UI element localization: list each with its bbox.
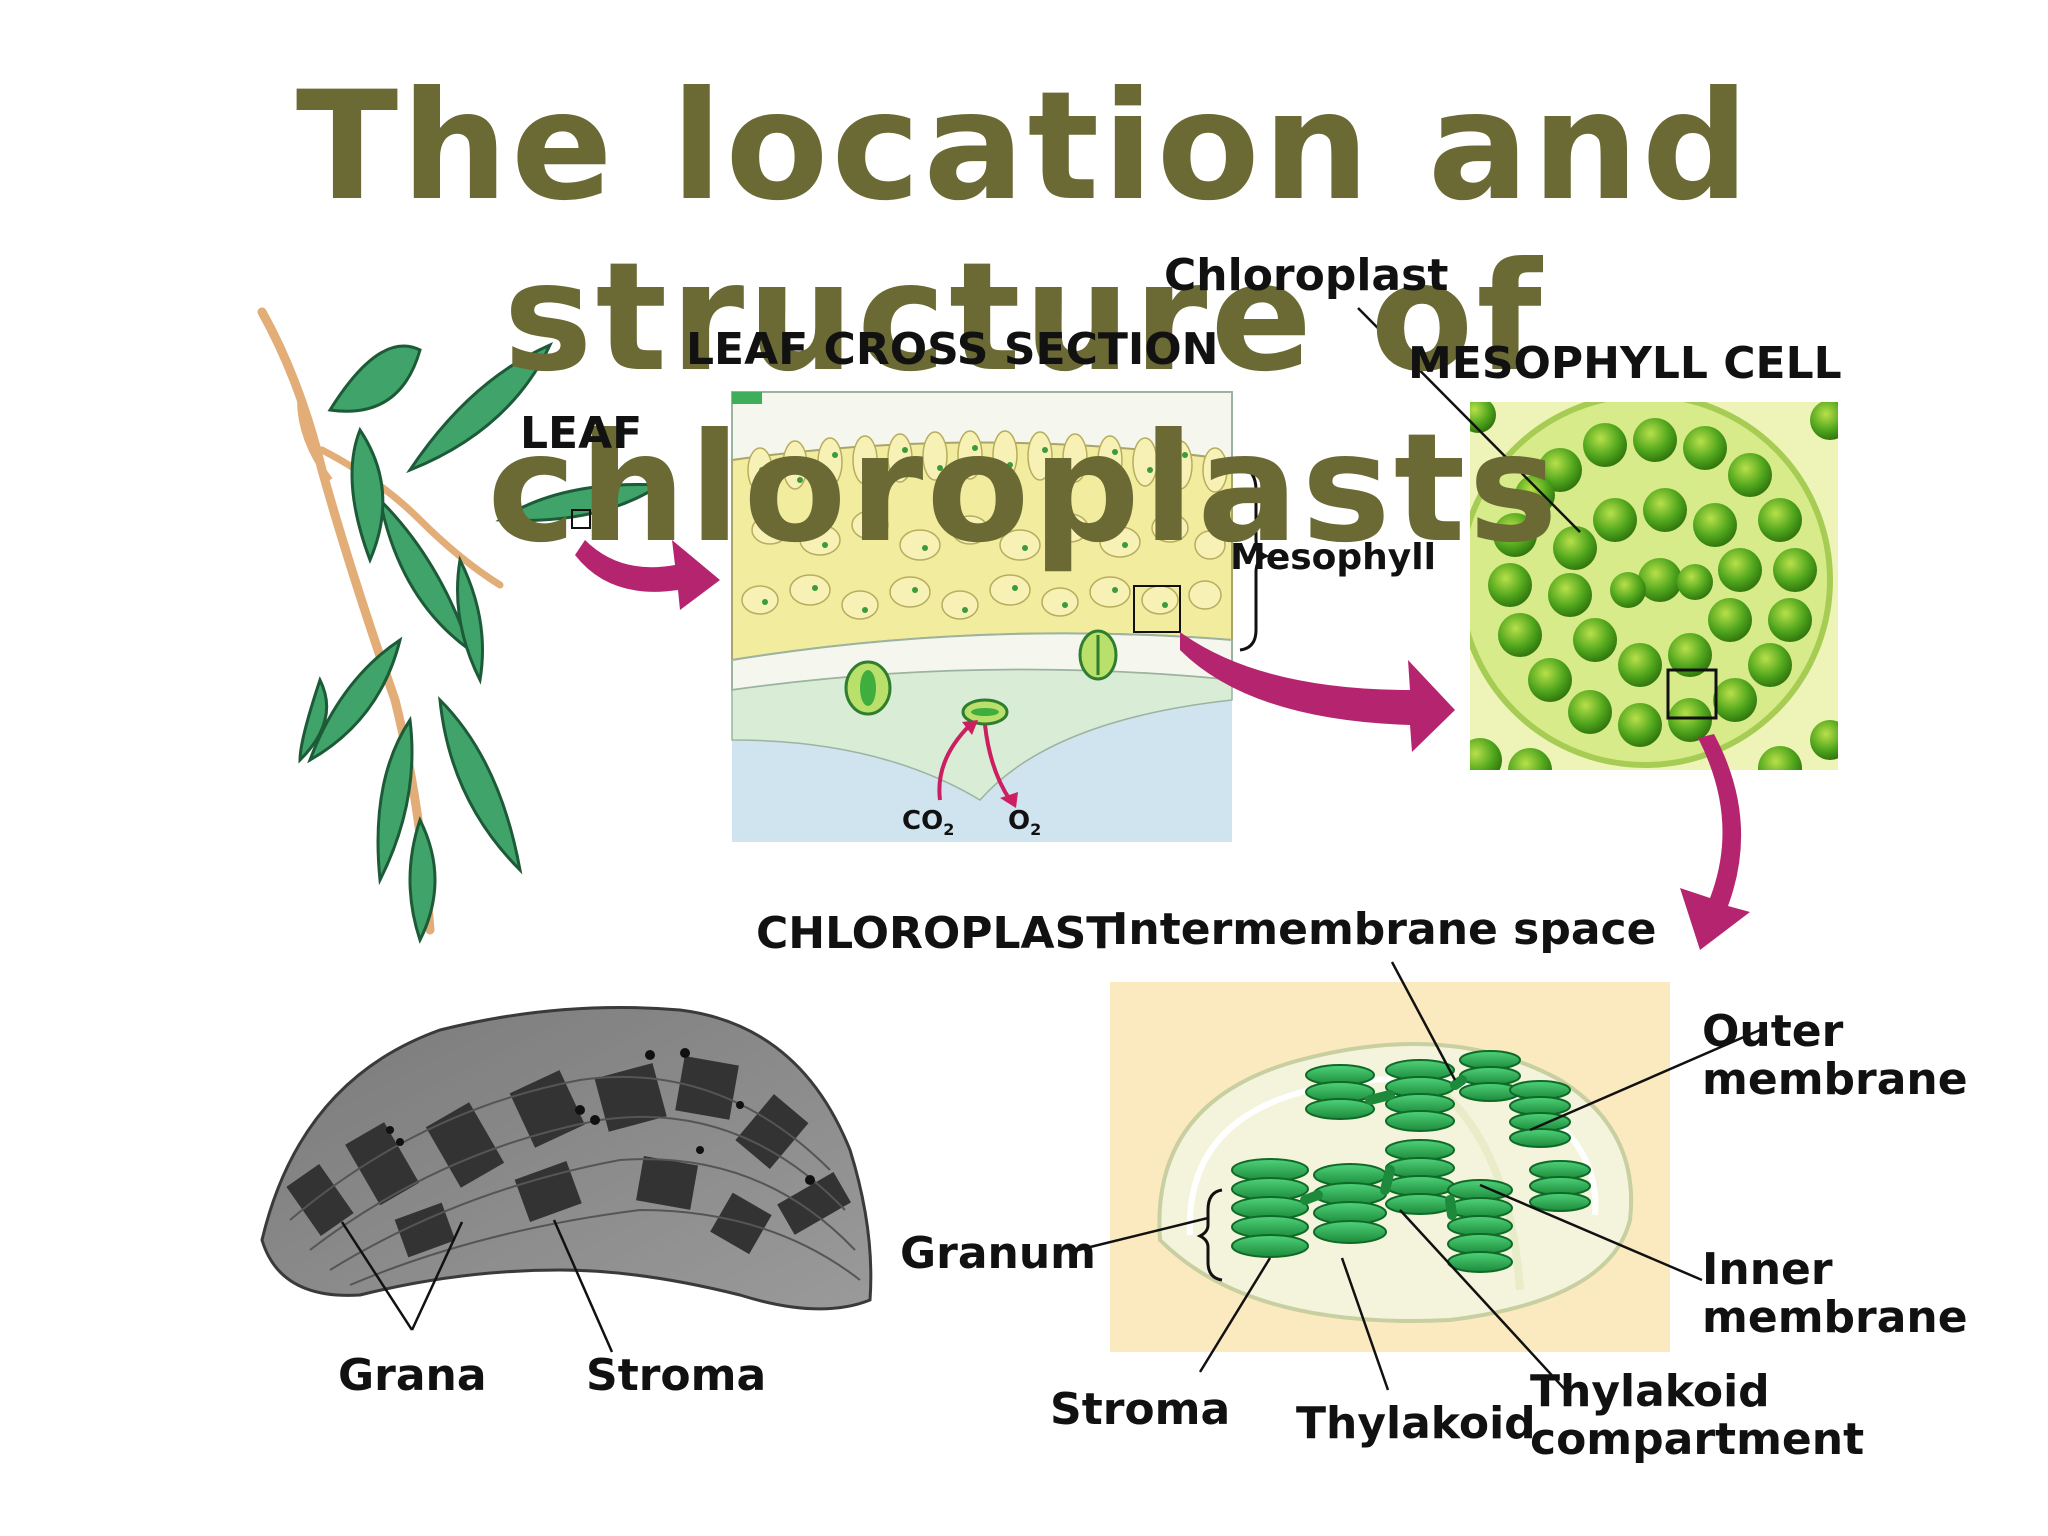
leader-granum [1077, 1216, 1209, 1252]
leaf-blade [327, 344, 422, 413]
label-leaf: LEAF [520, 408, 643, 459]
leaf-blade [438, 695, 523, 875]
leader-grana-b [410, 1221, 464, 1331]
arrow-section-to-cell [1180, 632, 1455, 752]
leaf-blade [456, 555, 484, 685]
label-co2-subscript: 2 [943, 820, 955, 840]
granum-bracket [1196, 1188, 1223, 1282]
mesophyll-zoom-box [1133, 585, 1181, 633]
label-chloroplast-pointer: Chloroplast [1164, 250, 1449, 301]
stem [257, 307, 435, 935]
label-outer-membrane-line2: membrane [1702, 1054, 1968, 1105]
leaf-blade [376, 715, 414, 886]
title-line-3: chloroplasts [487, 402, 1561, 576]
leader-intermembrane [1390, 961, 1457, 1081]
leaf-sprig-illustration [257, 307, 665, 944]
branch [297, 399, 333, 482]
label-o2-subscript: 2 [1030, 820, 1042, 840]
title-line-2: structure of [503, 231, 1545, 405]
leader-chloroplast [1357, 307, 1581, 533]
chloroplast-zoom-box [1666, 668, 1718, 720]
label-intermembrane-space: Intermembrane space [1112, 904, 1657, 955]
title-line-1: The location and [295, 60, 1753, 234]
leaf-cross-section-illustration [731, 391, 1271, 842]
leader-lines [340, 307, 1761, 1396]
label-stroma-micrograph: Stroma [586, 1350, 767, 1401]
leaf-blade [406, 342, 554, 474]
leader-stroma-right [1198, 1257, 1272, 1373]
leaf-blade [298, 676, 329, 764]
leader-grana-a [340, 1221, 414, 1331]
label-inner-membrane-line1: Inner [1702, 1244, 1833, 1295]
label-thylakoid-compartment-line2: compartment [1530, 1414, 1865, 1465]
label-thylakoid: Thylakoid [1296, 1398, 1536, 1449]
label-stroma: Stroma [1050, 1384, 1231, 1435]
leader-thylakoid [1340, 1257, 1390, 1391]
arrow-cell-to-chloroplast [1680, 734, 1750, 950]
label-leaf-cross-section: LEAF CROSS SECTION [686, 324, 1219, 375]
chloroplast-micrograph [260, 1006, 873, 1311]
label-grana: Grana [338, 1350, 487, 1401]
label-granum: Granum [900, 1228, 1097, 1279]
label-inner-membrane-line2: membrane [1702, 1292, 1968, 1343]
label-chloroplast-heading: CHLOROPLAST [756, 908, 1117, 959]
label-mesophyll-cell: MESOPHYLL CELL [1408, 338, 1842, 389]
label-mesophyll: Mesophyll [1230, 537, 1436, 578]
slide-title: The location and structure of chloroplas… [0, 62, 2048, 575]
mesophyll-bracket [1239, 464, 1271, 652]
leaf-blade [350, 426, 385, 565]
leader-inner-membrane [1479, 1183, 1703, 1282]
zoom-arrows [575, 540, 1750, 950]
leader-outer-membrane [1529, 1028, 1761, 1132]
label-outer-membrane-line1: Outer [1702, 1006, 1844, 1057]
leader-stroma-left [552, 1219, 614, 1353]
label-co2: CO2 [902, 806, 955, 840]
label-o2: O2 [1008, 806, 1042, 840]
mesophyll-cell-illustration [1470, 402, 1838, 770]
leader-thylakoid-compartment [1399, 1209, 1571, 1396]
label-thylakoid-compartment-line1: Thylakoid [1530, 1366, 1770, 1417]
arrow-leaf-to-section [575, 540, 720, 610]
leaf-blade [495, 482, 665, 523]
chloroplast-3d-illustration [1110, 982, 1670, 1352]
leaf-blade [307, 636, 403, 764]
leaf-zoom-box [571, 509, 591, 529]
leaf-blade [408, 816, 437, 944]
